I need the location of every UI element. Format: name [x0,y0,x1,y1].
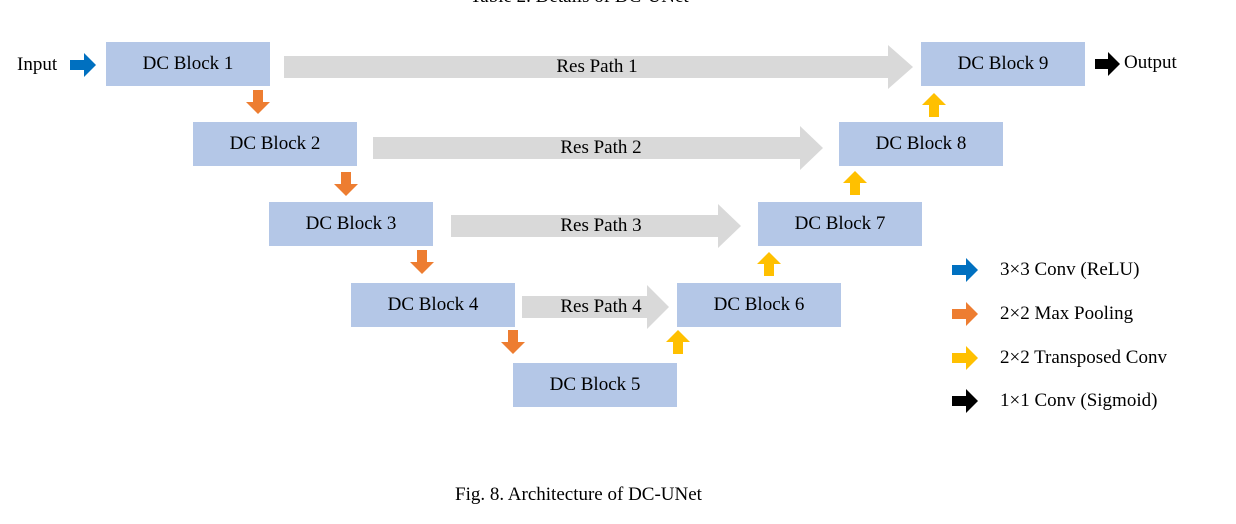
dc-block-9: DC Block 9 [921,42,1085,86]
res-path-2-label: Res Path 2 [560,137,642,158]
transposed-conv-arrow-1 [666,330,690,354]
legend-label-maxpool: 2×2 Max Pooling [1000,303,1134,324]
maxpool-arrow-1 [246,90,270,114]
input-arrow-icon [70,53,96,77]
res-path-3-label: Res Path 3 [560,215,642,236]
dc-block-8: DC Block 8 [839,122,1003,166]
dc-block-5: DC Block 5 [513,363,677,407]
transposed-conv-arrow-3 [843,171,867,195]
maxpool-arrow-3 [410,250,434,274]
transposed-conv-arrow-2 [757,252,781,276]
figure-caption: Fig. 8. Architecture of DC-UNet [455,484,702,505]
res-path-1-label: Res Path 1 [556,56,638,77]
transposed-conv-arrow-4 [922,93,946,117]
legend-label-transposed: 2×2 Transposed Conv [1000,347,1167,368]
legend-arrow-relu-icon [952,258,978,282]
res-path-3-arrow [451,204,741,248]
maxpool-arrow-4 [501,330,525,354]
input-label: Input [17,54,58,75]
legend-arrow-transposed-icon [952,346,978,370]
output-arrow-icon [1095,52,1120,76]
dc-block-1: DC Block 1 [106,42,270,86]
res-path-2-arrow [373,126,823,170]
header-fragment: Table 2. Details of DC-UNet [470,0,689,8]
maxpool-arrow-2 [334,172,358,196]
res-path-4-arrow [522,285,669,329]
legend-arrow-maxpool-icon [952,302,978,326]
dc-block-3: DC Block 3 [269,202,433,246]
dc-block-6: DC Block 6 [677,283,841,327]
dc-block-4: DC Block 4 [351,283,515,327]
res-path-1-arrow [284,45,913,89]
output-label: Output [1124,52,1177,73]
legend-arrow-sigmoid-icon [952,389,978,413]
dc-block-7: DC Block 7 [758,202,922,246]
dc-block-2: DC Block 2 [193,122,357,166]
legend-label-sigmoid: 1×1 Conv (Sigmoid) [1000,390,1158,411]
res-path-4-label: Res Path 4 [560,296,642,317]
legend-label-relu: 3×3 Conv (ReLU) [1000,259,1140,280]
